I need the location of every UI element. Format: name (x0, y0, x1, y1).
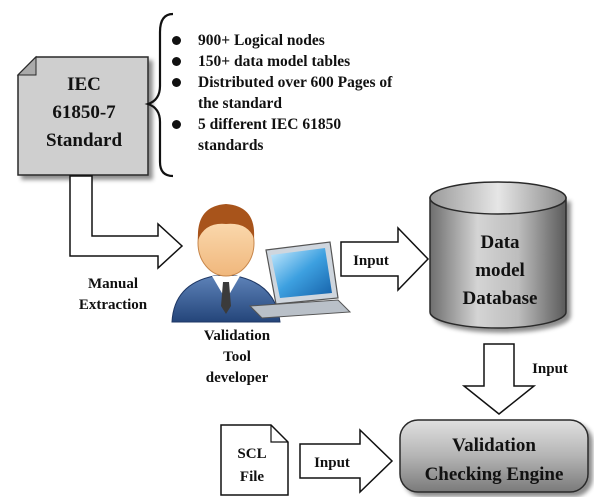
scl-file-document (220, 424, 289, 496)
input-label-3: Input (314, 455, 350, 471)
input-arrow-scl-to-engine (299, 428, 394, 494)
developer-person-icon (171, 204, 281, 323)
validation-engine-box (399, 419, 589, 493)
fact-item: 5 different IEC 61850 standards (170, 114, 410, 156)
scl-file-label-2: File (240, 469, 264, 485)
manual-extraction-label-2: Extraction (79, 297, 148, 313)
developer-label-1: Validation (204, 328, 271, 344)
input-arrow-to-engine (461, 343, 537, 415)
fact-text: 5 different IEC 61850 standards (198, 116, 342, 154)
document-folded-corner (16, 55, 37, 76)
database-label-2: model (475, 260, 525, 281)
input-label-1: Input (353, 253, 389, 269)
standard-facts-list: 900+ Logical nodes 150+ data model table… (170, 30, 410, 156)
developer-label-3: developer (206, 370, 269, 386)
database-label-1: Data (480, 232, 520, 253)
manual-extraction-arrow (69, 175, 184, 270)
database-label-3: Database (463, 288, 538, 309)
engine-label-2: Checking Engine (425, 464, 564, 485)
scl-file-label-1: SCL (237, 446, 266, 462)
fact-item: Distributed over 600 Pages of the standa… (170, 72, 410, 114)
engine-label-1: Validation (452, 435, 536, 456)
standard-document: IEC 61850-7 Standard (16, 55, 149, 176)
manual-extraction-label-1: Manual (88, 276, 138, 292)
fact-text: Distributed over 600 Pages of the standa… (198, 74, 393, 112)
standard-line-3: Standard (46, 130, 122, 151)
curly-brace (144, 12, 174, 178)
developer-label-2: Tool (223, 349, 251, 365)
laptop-icon (248, 241, 352, 319)
standard-line-2: 61850-7 (52, 102, 116, 123)
fact-text: 150+ data model tables (198, 53, 351, 70)
standard-line-1: IEC (67, 74, 101, 95)
fact-item: 150+ data model tables (170, 51, 410, 72)
input-label-2: Input (532, 361, 568, 377)
fact-item: 900+ Logical nodes (170, 30, 410, 51)
database-cylinder (429, 181, 567, 329)
fact-text: 900+ Logical nodes (198, 32, 325, 49)
input-arrow-to-database (340, 226, 430, 292)
